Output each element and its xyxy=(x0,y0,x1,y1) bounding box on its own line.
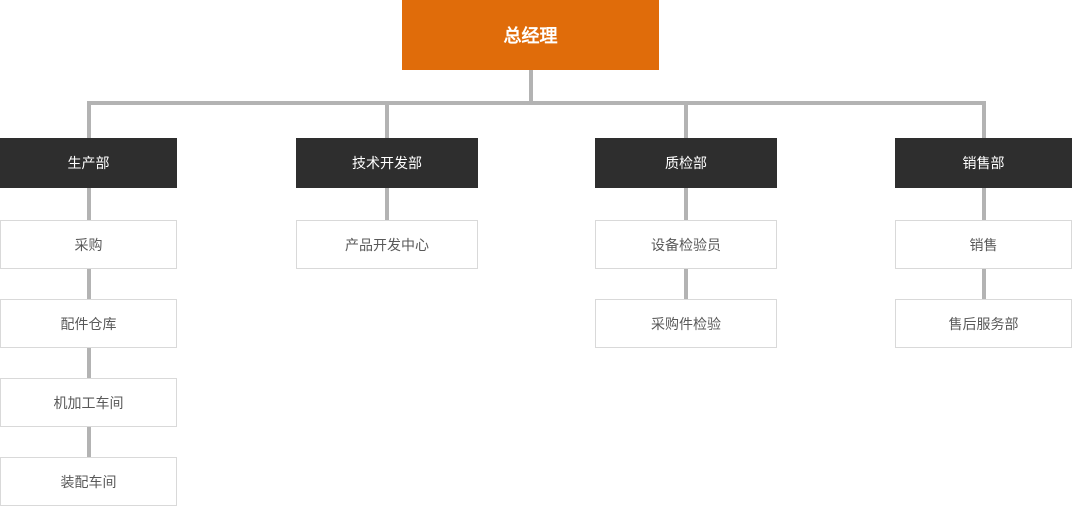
org-node-dept[interactable]: 销售部 xyxy=(895,138,1072,188)
connector-line xyxy=(981,105,986,138)
org-node-leaf[interactable]: 销售 xyxy=(895,220,1072,269)
org-node-leaf[interactable]: 售后服务部 xyxy=(895,299,1072,348)
org-node-dept[interactable]: 技术开发部 xyxy=(296,138,478,188)
org-node-dept[interactable]: 生产部 xyxy=(0,138,177,188)
org-node-dept[interactable]: 质检部 xyxy=(595,138,777,188)
org-node-leaf[interactable]: 采购件检验 xyxy=(595,299,777,348)
connector-line xyxy=(86,427,91,457)
connector-line xyxy=(86,188,91,220)
connector-line xyxy=(684,269,688,299)
connector-line xyxy=(981,269,986,299)
connector-line xyxy=(86,105,91,138)
org-node-root[interactable]: 总经理 xyxy=(402,0,659,70)
org-node-leaf[interactable]: 设备检验员 xyxy=(595,220,777,269)
connector-line xyxy=(684,188,688,220)
connector-line xyxy=(86,269,91,299)
org-node-leaf[interactable]: 配件仓库 xyxy=(0,299,177,348)
connector-line xyxy=(86,348,91,378)
org-node-leaf[interactable]: 产品开发中心 xyxy=(296,220,478,269)
connector-line xyxy=(684,105,688,138)
connector-line xyxy=(528,70,533,105)
org-node-leaf[interactable]: 机加工车间 xyxy=(0,378,177,427)
connector-line xyxy=(385,188,389,220)
org-node-leaf[interactable]: 采购 xyxy=(0,220,177,269)
connector-line xyxy=(385,105,389,138)
org-node-leaf[interactable]: 装配车间 xyxy=(0,457,177,506)
connector-line xyxy=(981,188,986,220)
connector-line xyxy=(86,101,986,105)
